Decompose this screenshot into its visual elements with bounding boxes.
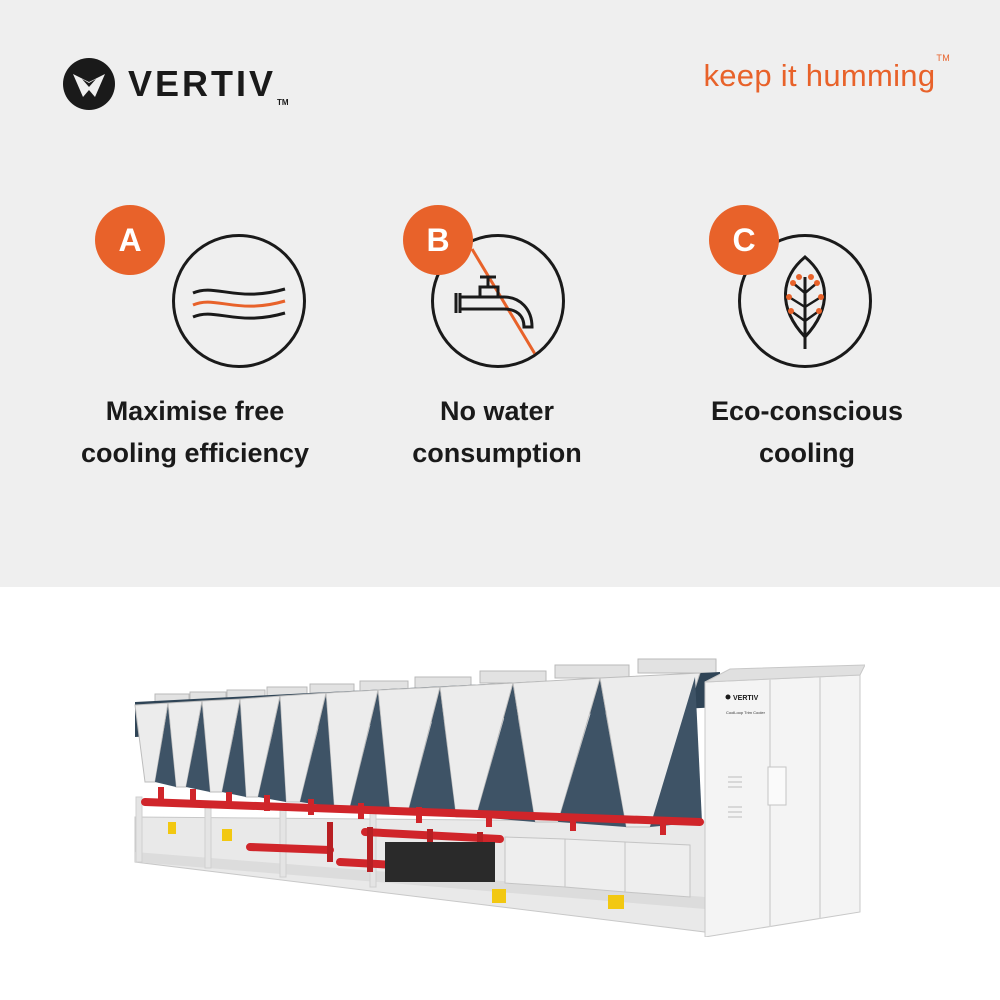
product-image-panel: VERTIV CoolLoop Trim Cooler xyxy=(0,587,1000,1000)
feature-badge-a: A xyxy=(95,205,165,275)
feature-label-line2: cooling xyxy=(759,438,855,468)
feature-icon-group: B xyxy=(347,200,647,380)
airflow-icon xyxy=(172,234,306,368)
cabinet-brand-label: VERTIV xyxy=(733,695,759,702)
brand-trademark: TM xyxy=(277,98,289,107)
feature-label: No water consumption xyxy=(347,390,647,474)
tagline: keep it hummingTM xyxy=(703,53,950,94)
feature-label: Maximise free cooling efficiency xyxy=(45,390,345,474)
feature-label-line2: cooling efficiency xyxy=(80,438,310,468)
cabinet-model-label: CoolLoop Trim Cooler xyxy=(726,710,766,715)
no-water-tap-icon xyxy=(431,234,565,368)
free-cooling-chiller-unit-image: VERTIV CoolLoop Trim Cooler xyxy=(134,658,865,937)
feature-label-line1: No water xyxy=(439,396,555,426)
vertiv-logo-mark-icon xyxy=(63,58,115,110)
tagline-trademark: TM xyxy=(936,52,950,63)
features-panel: VERTIV TM keep it hummingTM A Maximise f… xyxy=(0,0,1000,587)
feature-label: Eco-conscious cooling xyxy=(657,390,957,474)
feature-label-line1: Maximise free xyxy=(105,396,285,426)
brand-name: VERTIV xyxy=(128,63,277,104)
feature-icon-group: A xyxy=(45,200,345,380)
feature-label-line1: Eco-conscious xyxy=(710,396,904,426)
vertiv-logo: VERTIV TM xyxy=(62,57,289,111)
tagline-text: keep it humming xyxy=(703,58,936,93)
feature-icon-group: C xyxy=(657,200,957,380)
feature-badge-b: B xyxy=(403,205,473,275)
leaf-icon xyxy=(738,234,872,368)
feature-badge-c: C xyxy=(709,205,779,275)
feature-label-line2: consumption xyxy=(412,438,582,468)
